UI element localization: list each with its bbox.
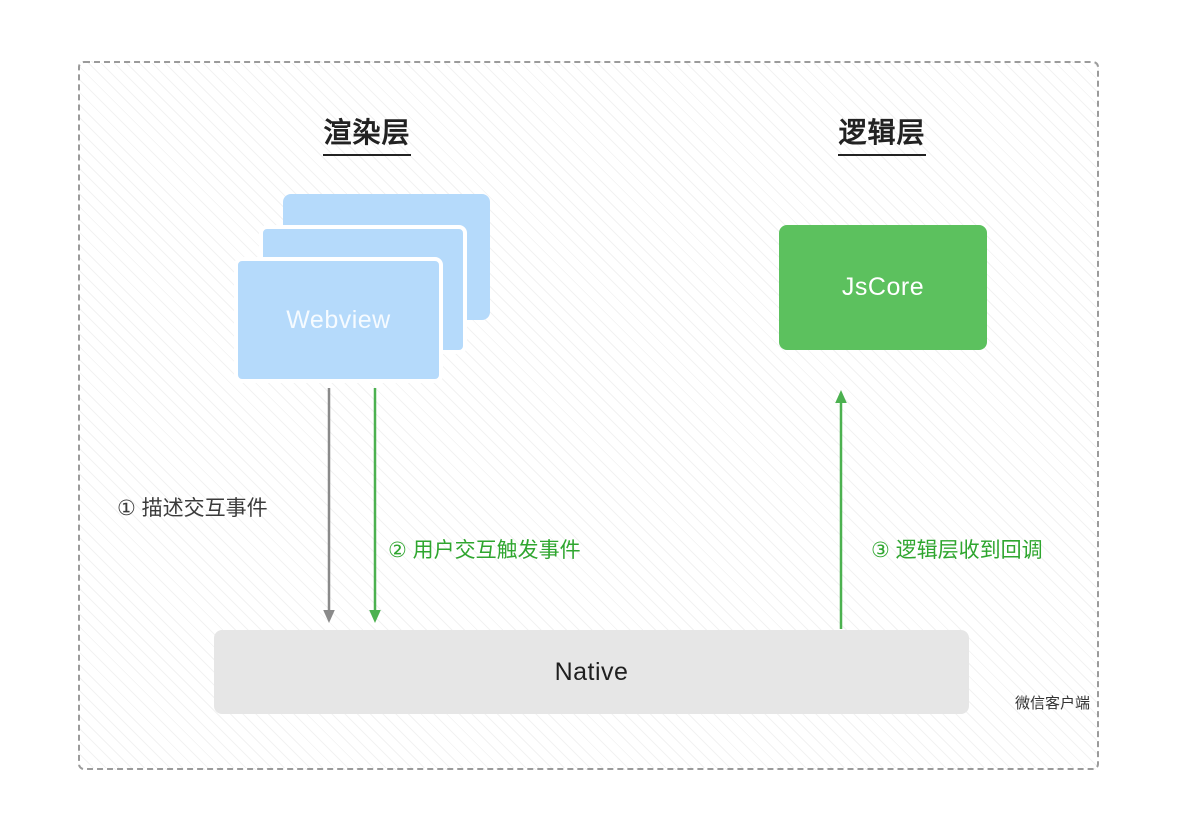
jscore-label: JsCore xyxy=(841,273,925,301)
webview-label: Webview xyxy=(286,305,391,334)
arrow-step3-up xyxy=(835,390,847,629)
jscore-box: JsCore xyxy=(779,225,987,350)
step2-annotation: ② 用户交互触发事件 xyxy=(388,539,581,562)
render-layer-title-text: 渲染层 xyxy=(323,111,411,156)
logic-layer-title-text: 逻辑层 xyxy=(838,111,926,156)
native-bar: Native xyxy=(214,630,969,714)
wechat-client-caption: 微信客户端 xyxy=(1014,695,1090,712)
webview-box-front: Webview xyxy=(234,257,443,383)
wechat-client-frame: 渲染层 逻辑层 Webview JsCore xyxy=(78,61,1099,770)
render-layer-title: 渲染层 xyxy=(267,111,467,156)
native-label: Native xyxy=(554,657,629,686)
arrow-step2-down xyxy=(369,388,381,623)
step1-annotation: ① 描述交互事件 xyxy=(117,497,268,520)
arrow-step1-down xyxy=(323,388,335,623)
logic-layer-title: 逻辑层 xyxy=(782,111,982,156)
step3-annotation: ③ 逻辑层收到回调 xyxy=(871,539,1043,562)
